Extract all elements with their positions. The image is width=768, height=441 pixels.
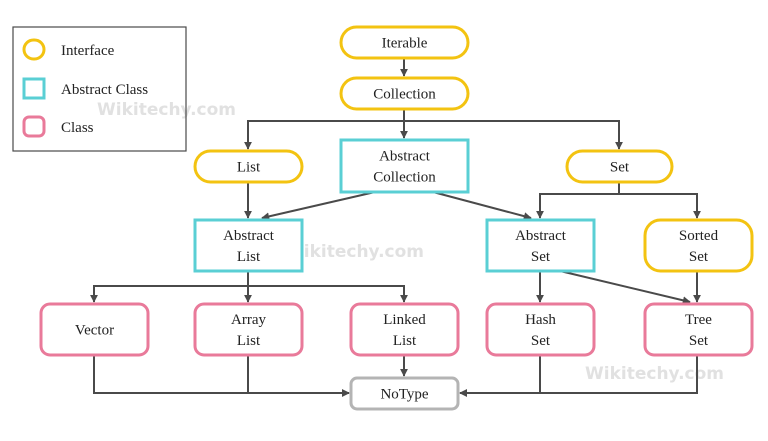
legend: Interface Abstract Class Class [12,26,187,152]
edge-set-to-abstract-set [536,182,620,219]
abstract-collection-label: Abstract [379,149,431,165]
notype-box [349,376,460,411]
collection-label: Collection [373,87,436,103]
abstract-set-label: Abstract [515,228,567,244]
tree-set-label: Set [689,333,709,349]
legend-box [12,26,187,152]
edge-abstract-list-to-vector [90,271,249,303]
abstract-list-box [193,218,304,273]
edge-collection-to-set [404,120,623,150]
array-list-label: Array [231,312,266,328]
watermark-text: Wikitechy.com [585,364,724,384]
edge-vector-to-notype [93,355,350,397]
edge-tree-set-to-notype [459,355,698,397]
node-notype: NoType [349,376,460,411]
edge-set-to-sorted-set [619,193,701,219]
legend-class-label: Class [61,120,94,136]
legend-abstract-class-label: Abstract Class [61,82,148,98]
list-box [193,149,304,184]
watermark-text: Wikitechy.com [285,242,424,262]
hash-set-label: Set [531,333,551,349]
watermark-text: Wikitechy.com [97,100,236,120]
node-list: List [193,149,304,184]
node-collection: Collection [339,76,470,111]
array-list-label: List [237,333,261,349]
linked-list-box [349,302,460,357]
set-label: Set [610,160,630,176]
node-set: Set [565,149,674,184]
sorted-set-label: Set [689,249,709,265]
abstract-list-label: Abstract [223,228,275,244]
hash-set-label: Hash [525,312,556,328]
set-box [565,149,674,184]
notype-label: NoType [380,387,428,403]
tree-set-box [643,302,754,357]
abstract-list-label: List [237,249,261,265]
node-iterable: Iterable [339,25,470,60]
node-vector: Vector [39,302,150,357]
edge-abstract-collection-to-abstract-list [261,191,376,221]
vector-box [39,302,150,357]
linked-list-label: List [393,333,417,349]
iterable-label: Iterable [382,36,428,52]
tree-set-label: Tree [685,312,712,328]
abstract-set-box [485,218,596,273]
sorted-set-box [643,218,754,273]
collection-box [339,76,470,111]
nodes: IterableCollectionListAbstractCollection… [39,25,754,411]
edge-hash-set-to-notype [459,355,541,397]
list-label: List [237,160,261,176]
edge-array-list-to-notype [247,355,350,397]
abstract-set-label: Set [531,249,551,265]
abstract-collection-box [339,138,470,194]
sorted-set-label: Sorted [679,228,719,244]
array-list-box [193,302,304,357]
abstract-collection-label: Collection [373,170,436,186]
watermarks: Wikitechy.com Wikitechy.com Wikitechy.co… [97,100,724,384]
iterable-box [339,25,470,60]
edges [90,58,701,397]
legend-interface-label: Interface [61,43,115,59]
linked-list-label: Linked [383,312,426,328]
vector-label: Vector [75,323,114,339]
edge-abstract-collection-to-abstract-set [432,191,532,221]
hash-set-box [485,302,596,357]
legend-interface-swatch [22,38,46,61]
edge-collection-to-list [244,109,405,150]
edge-abstract-set-to-tree-set [559,270,691,305]
edge-abstract-list-to-linked-list [248,285,408,303]
legend-class-swatch [22,115,46,138]
legend-abstract-class-swatch [22,77,46,100]
